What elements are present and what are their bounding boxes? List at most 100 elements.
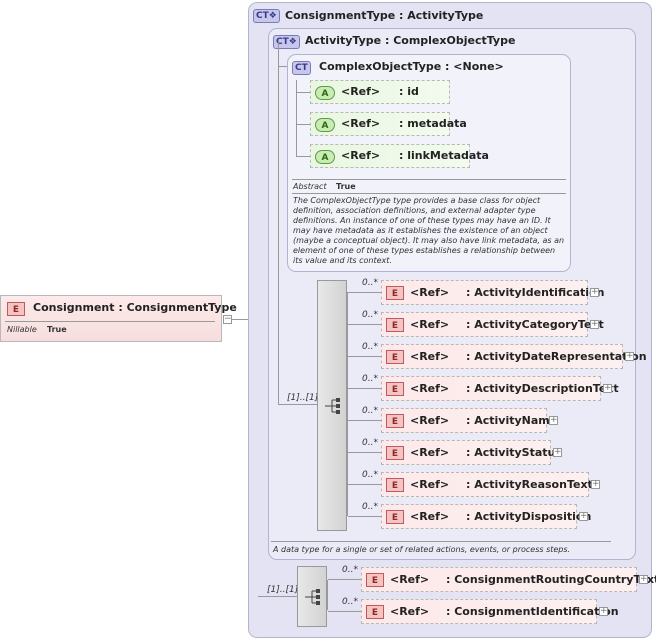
element-ref: <Ref> [410, 446, 450, 459]
element-occurrence: 0..* [362, 374, 378, 384]
root-element-type: ConsignmentType [126, 301, 237, 314]
ct-outer-title: ConsignmentType : ActivityType [285, 9, 484, 22]
divider [292, 179, 566, 180]
element-name: : ActivityDateRepresentation [466, 350, 647, 363]
element-ref: <Ref> [410, 350, 450, 363]
element-name: : ActivityStatus [466, 446, 562, 459]
attribute-id[interactable]: A <Ref> : id [310, 80, 450, 104]
connector [348, 516, 381, 517]
child-element[interactable]: E<Ref>: ActivityCategoryText [381, 312, 604, 337]
attribute-metadata[interactable]: A <Ref> : metadata [310, 112, 467, 136]
element-occurrence: 0..* [362, 470, 378, 480]
ct-inner-title: ComplexObjectType : <None> [319, 60, 504, 73]
attribute-name: : metadata [399, 117, 467, 130]
element-icon: E [366, 573, 384, 587]
root-element-name: Consignment [33, 301, 115, 314]
element-ref: <Ref> [410, 318, 450, 331]
attribute-ref: <Ref> [341, 85, 381, 98]
expand-icon[interactable]: + [553, 447, 562, 457]
expand-icon[interactable]: + [549, 415, 558, 425]
element-occurrence: 0..* [362, 310, 378, 320]
child-element[interactable]: E<Ref>: ConsignmentRoutingCountryText [361, 567, 656, 592]
element-name: : ActivityName [466, 414, 558, 427]
connector [347, 292, 348, 516]
expand-icon[interactable]: + [579, 511, 588, 521]
complex-type-icon: CT❖ [253, 9, 280, 23]
attribute-name: : linkMetadata [399, 149, 489, 162]
element-name: : ActivityCategoryText [466, 318, 604, 331]
connector [278, 404, 318, 405]
attribute-name: : id [399, 85, 419, 98]
expand-icon[interactable]: + [603, 383, 612, 393]
connector [348, 324, 381, 325]
child-element[interactable]: E<Ref>: ActivityDateRepresentation [381, 344, 647, 369]
element-icon: E [386, 478, 404, 492]
complex-type-icon: CT❖ [273, 35, 300, 49]
child-element[interactable]: E <Ref> : ActivityReasonText [381, 472, 593, 497]
element-icon: E [7, 302, 25, 316]
connector [348, 484, 381, 485]
sequence-icon [324, 397, 342, 415]
root-element-sep: : [118, 301, 123, 314]
connector [296, 124, 310, 125]
connector [348, 356, 381, 357]
expand-icon[interactable]: + [639, 574, 648, 584]
abstract-value: True [336, 182, 356, 191]
connector [348, 292, 381, 293]
connector [348, 420, 381, 421]
collapse-icon[interactable]: − [223, 314, 232, 324]
ct-middle-documentation: A data type for a single or set of relat… [273, 545, 571, 554]
element-name: : ActivityReasonText [466, 478, 593, 491]
element-name: : ActivityIdentification [466, 286, 605, 299]
element-occurrence: 0..* [362, 502, 378, 512]
child-element[interactable]: E <Ref> : ActivityStatus [381, 440, 562, 465]
element-icon: E [386, 414, 404, 428]
element-ref: <Ref> [410, 510, 450, 523]
element-occurrence: 0..* [362, 278, 378, 288]
expand-icon[interactable]: + [625, 351, 634, 361]
sequence-compositor[interactable] [297, 566, 327, 627]
child-element[interactable]: E<Ref>: ConsignmentIdentification [361, 599, 619, 624]
connector [232, 319, 258, 320]
attribute-linkmetadata[interactable]: A <Ref> : linkMetadata [310, 144, 489, 168]
element-icon: E [386, 446, 404, 460]
sequence-occurrence: [1]..[1] [287, 393, 319, 403]
connector [278, 66, 287, 67]
attribute-ref: <Ref> [341, 149, 381, 162]
nillable-label: Nillable [7, 325, 37, 334]
child-element[interactable]: E<Ref>: ActivityDescriptionText [381, 376, 619, 401]
divider [5, 321, 215, 322]
connector [258, 596, 298, 597]
child-element[interactable]: E<Ref>: ActivityDisposition [381, 504, 591, 529]
attribute-ref: <Ref> [341, 117, 381, 130]
nillable-value: True [47, 325, 67, 334]
connector [327, 580, 328, 610]
element-name: : ActivityDescriptionText [466, 382, 619, 395]
expand-icon[interactable]: + [590, 287, 599, 297]
element-name: : ActivityDisposition [466, 510, 592, 523]
connector [296, 80, 297, 157]
element-icon: E [386, 382, 404, 396]
expand-icon[interactable]: + [591, 479, 600, 489]
element-occurrence: 0..* [342, 597, 358, 607]
sequence-compositor[interactable] [317, 280, 347, 531]
root-element-title: Consignment : ConsignmentType [33, 301, 237, 314]
connector [296, 92, 310, 93]
attribute-icon: A [315, 86, 335, 100]
expand-icon[interactable]: + [590, 319, 599, 329]
element-name: : ConsignmentIdentification [446, 605, 619, 618]
attribute-icon: A [315, 118, 335, 132]
complex-type-icon: CT [292, 61, 311, 75]
connector [348, 452, 381, 453]
child-element[interactable]: E<Ref>: ActivityIdentification [381, 280, 604, 305]
element-ref: <Ref> [410, 286, 450, 299]
child-element[interactable]: E<Ref>: ActivityName [381, 408, 557, 433]
element-ref: <Ref> [410, 478, 450, 491]
expand-icon[interactable]: + [599, 606, 608, 616]
connector [328, 611, 361, 612]
element-ref: <Ref> [390, 605, 430, 618]
connector [296, 156, 310, 157]
root-element[interactable]: E Consignment : ConsignmentType Nillable… [0, 295, 237, 342]
divider [292, 193, 566, 194]
sequence-occurrence: [1]..[1] [267, 585, 299, 595]
